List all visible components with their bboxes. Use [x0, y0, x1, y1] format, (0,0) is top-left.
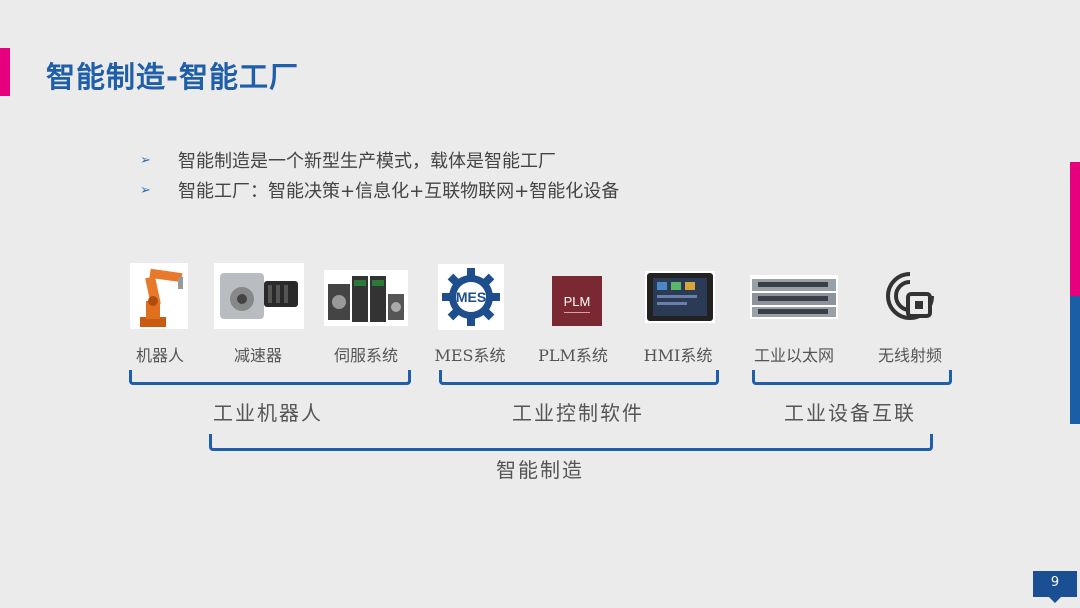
hmi-panel-icon [645, 271, 715, 323]
bullet-text: 智能工厂：智能决策+信息化+互联物联网+智能化设备 [178, 177, 619, 203]
rfid-icon [882, 268, 938, 324]
group-label: 工业控制软件 [512, 397, 644, 426]
svg-text:MES: MES [456, 289, 486, 305]
gear-reducer-icon [214, 263, 304, 329]
svg-text:PLM: PLM [564, 294, 591, 309]
product-label: 无线射频 [878, 342, 942, 366]
industrial-robot-icon [130, 263, 188, 329]
bullet-item: ➢ 智能制造是一个新型生产模式，载体是智能工厂 [140, 145, 619, 175]
group-bracket [752, 370, 952, 385]
product-label: 减速器 [234, 342, 282, 366]
group-bracket [129, 370, 411, 385]
product-label: MES系统 [434, 342, 505, 366]
bullet-list: ➢ 智能制造是一个新型生产模式，载体是智能工厂 ➢ 智能工厂：智能决策+信息化+… [140, 145, 619, 205]
right-accent-bar-blue [1070, 296, 1080, 424]
group-label: 工业机器人 [213, 397, 323, 426]
plm-logo-icon: PLM [552, 276, 602, 326]
bullet-item: ➢ 智能工厂：智能决策+信息化+互联物联网+智能化设备 [140, 175, 619, 205]
right-accent-bar-pink [1070, 162, 1080, 296]
bullet-text: 智能制造是一个新型生产模式，载体是智能工厂 [178, 147, 556, 173]
product-label: PLM系统 [538, 342, 608, 366]
mes-logo-icon: MES [438, 264, 504, 330]
product-label: HMI系统 [644, 342, 713, 366]
product-label: 机器人 [136, 342, 184, 366]
ethernet-switch-icon [750, 275, 838, 319]
left-accent-bar [0, 48, 10, 96]
bullet-arrow-icon: ➢ [140, 153, 178, 168]
overall-bracket [209, 434, 933, 451]
product-label: 伺服系统 [334, 342, 398, 366]
group-label: 工业设备互联 [784, 397, 916, 426]
overall-label: 智能制造 [496, 454, 584, 483]
page-number: 9 [1033, 571, 1077, 597]
slide-title: 智能制造-智能工厂 [46, 54, 299, 96]
bullet-arrow-icon: ➢ [140, 183, 178, 198]
group-bracket [439, 370, 719, 385]
servo-system-icon [324, 270, 408, 326]
product-label: 工业以太网 [754, 342, 834, 366]
